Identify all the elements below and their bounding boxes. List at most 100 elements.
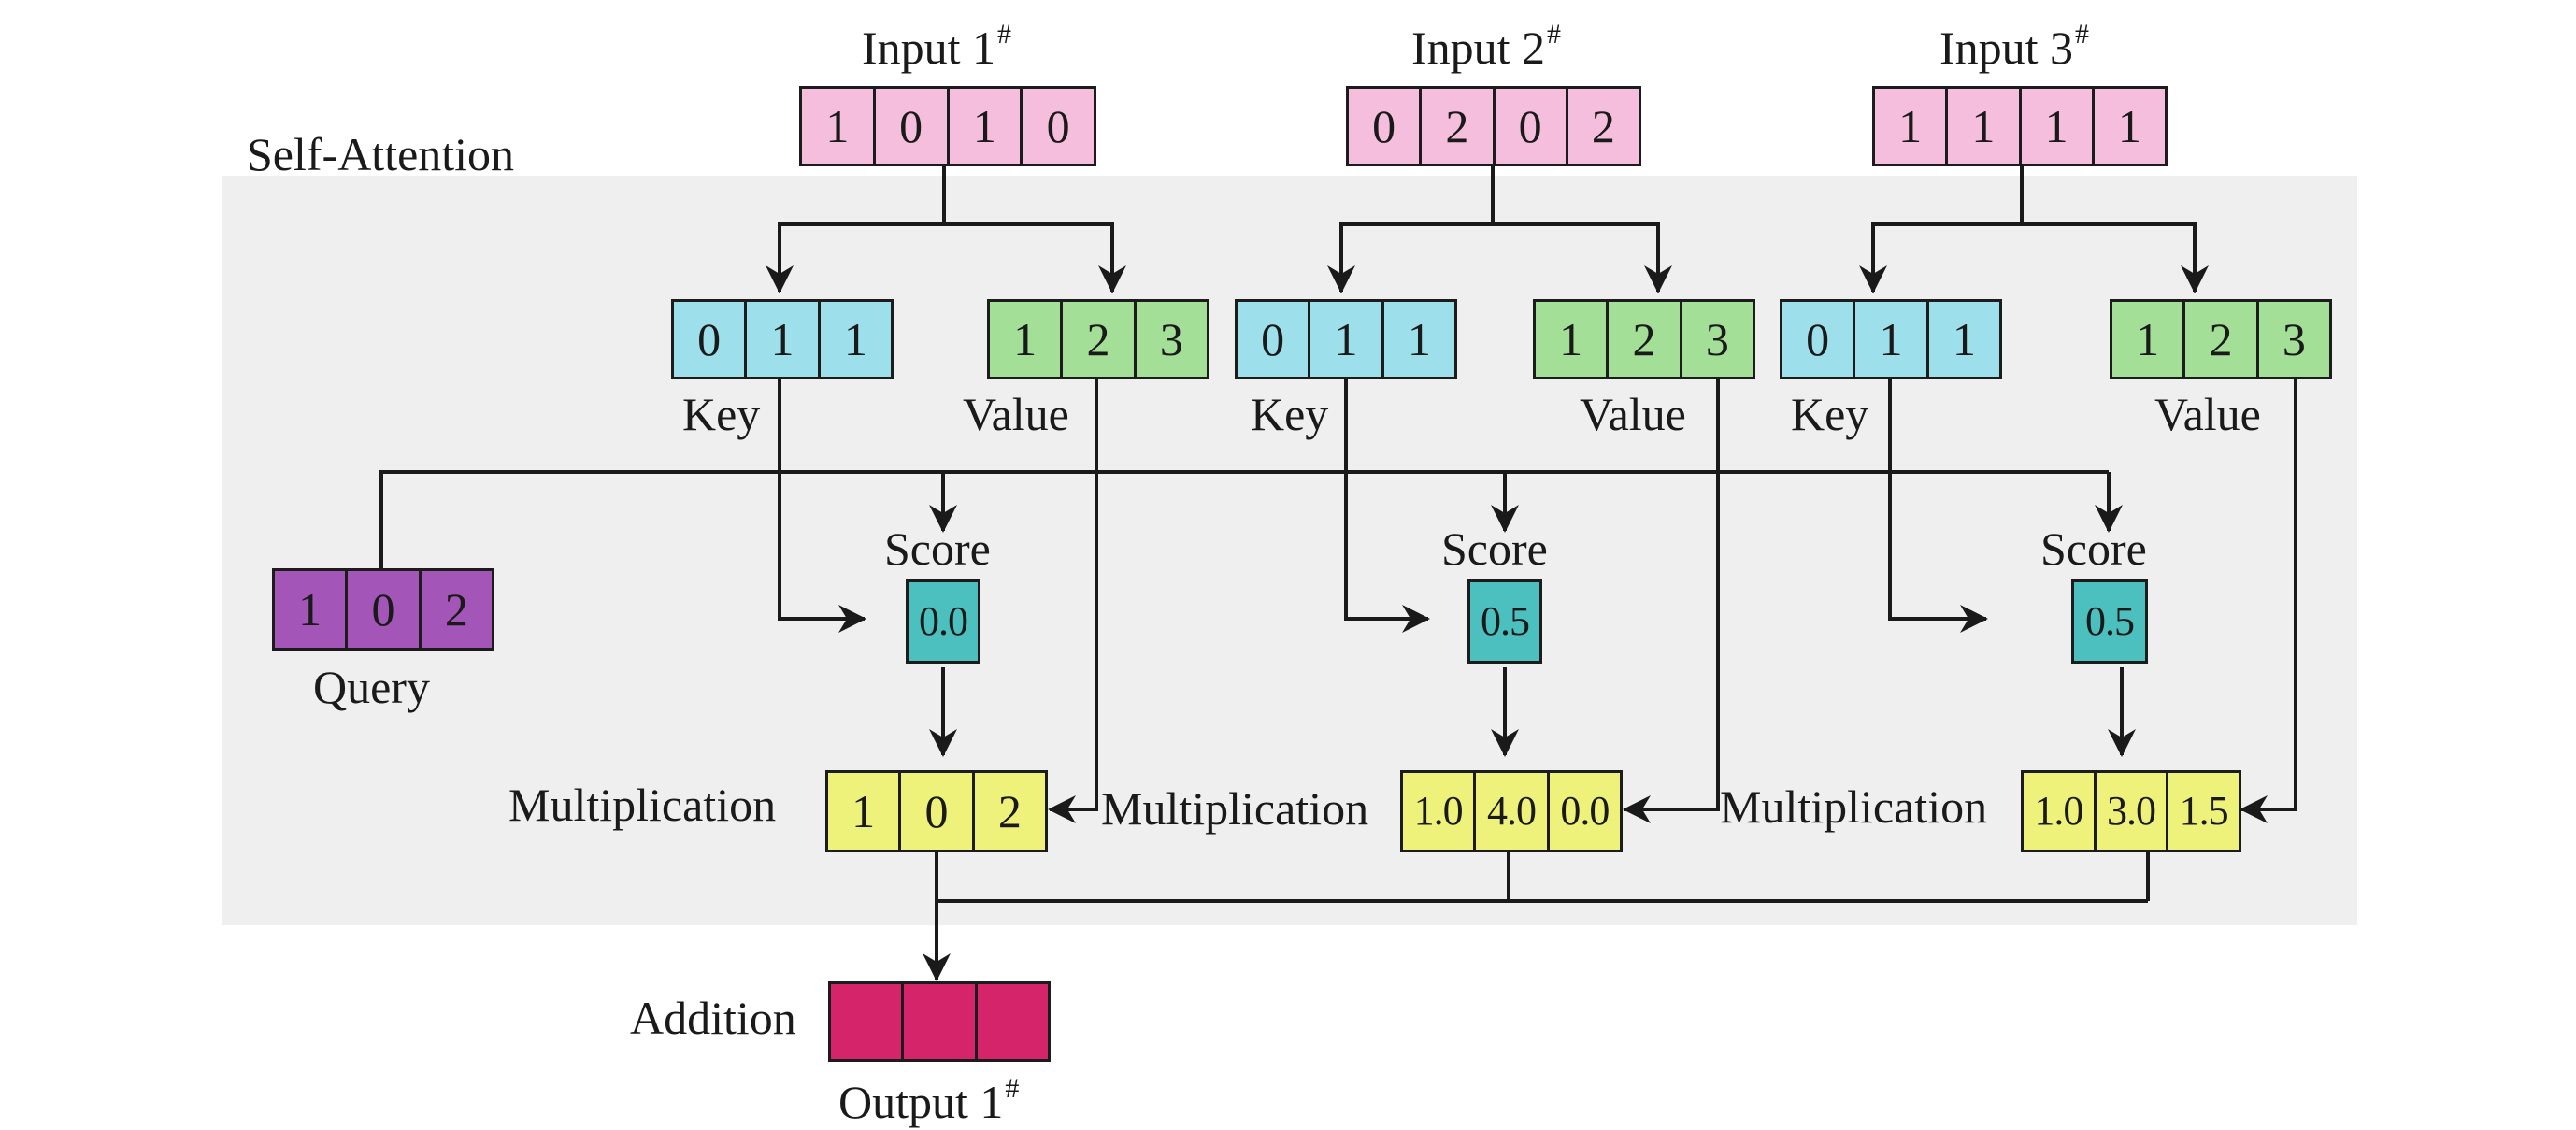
query-bus-line	[379, 470, 2109, 570]
input2-to-key-line	[1327, 164, 1495, 293]
vector-cell: 0.0	[1560, 788, 1610, 834]
input1-to-value-line	[944, 222, 1126, 293]
input1-to-key-line	[766, 164, 946, 293]
vector-cell: 1	[828, 773, 902, 850]
input-1-vector: 1 0 1 0	[799, 86, 1096, 166]
vector-cell: 1	[1407, 313, 1431, 365]
vector-cell: 1	[2117, 100, 2141, 152]
vector-cell: 1	[747, 302, 821, 377]
value1-to-mult-line	[1048, 379, 1098, 823]
vector-cell: 1	[1875, 89, 1949, 164]
vector-cell: 0	[901, 773, 975, 850]
query-label: Query	[313, 661, 430, 713]
vector-cell: 1	[1948, 89, 2022, 164]
vector-cell: 2	[1422, 89, 1496, 164]
vector-cell: 1	[950, 89, 1023, 164]
vector-cell: 1.5	[2179, 788, 2229, 834]
vector-cell: 2	[2185, 302, 2259, 377]
input-2-label: Input 2#	[1411, 19, 1562, 74]
vector-cell: 1	[2112, 302, 2186, 377]
score-value: 0.5	[1481, 598, 1530, 644]
vector-cell: 3	[2282, 313, 2306, 365]
vector-cell: 0	[1238, 302, 1311, 377]
vector-cell: 1	[1536, 302, 1610, 377]
key-3-vector: 0 1 1	[1780, 299, 2002, 379]
vector-cell	[978, 984, 1048, 1059]
addition-label: Addition	[630, 992, 796, 1044]
score-3-box: 0.5	[2071, 579, 2148, 664]
vector-cell: 1	[802, 89, 876, 164]
vector-cell: 1	[1310, 302, 1384, 377]
value3-to-mult-line	[2240, 379, 2297, 823]
vector-cell: 3	[1705, 313, 1729, 365]
vector-cell: 2	[1063, 302, 1137, 377]
vector-cell: 0	[1046, 100, 1070, 152]
input-1-label: Input 1#	[862, 19, 1012, 74]
multiplication-2-label: Multiplication	[1101, 782, 1369, 835]
output-1-label: Output 1#	[838, 1073, 1020, 1128]
vector-cell: 1	[843, 313, 867, 365]
sum-bus-line	[935, 852, 2150, 903]
vector-cell: 1.0	[2024, 773, 2097, 850]
score-2-label: Score	[1441, 522, 1548, 575]
score-value: 0.5	[2085, 598, 2135, 644]
vector-cell: 4.0	[1476, 773, 1550, 850]
key-1-vector: 0 1 1	[671, 299, 894, 379]
vector-cell	[904, 984, 978, 1059]
vector-cell: 2	[1591, 100, 1615, 152]
vector-cell: 3.0	[2097, 773, 2169, 850]
multiplication-3-vector: 1.0 3.0 1.5	[2021, 770, 2241, 852]
score-1-label: Score	[884, 522, 991, 575]
vector-cell: 2	[444, 583, 468, 636]
value-3-label: Value	[2154, 388, 2261, 440]
input3-to-key-line	[1859, 164, 2024, 293]
vector-cell: 0	[348, 571, 422, 648]
vector-cell: 0	[876, 89, 950, 164]
multiplication-1-vector: 1 0 2	[825, 770, 1048, 852]
query-vector: 1 0 2	[272, 568, 494, 651]
value-1-label: Value	[963, 388, 1069, 440]
input3-to-value-line	[2022, 222, 2209, 293]
vector-cell: 0	[1349, 89, 1423, 164]
vector-cell: 1	[990, 302, 1064, 377]
key3-to-score-line	[1888, 379, 1988, 633]
multiplication-1-label: Multiplication	[508, 779, 777, 831]
multiplication-2-vector: 1.0 4.0 0.0	[1400, 770, 1623, 852]
vector-cell: 0	[674, 302, 748, 377]
key-2-vector: 0 1 1	[1235, 299, 1457, 379]
output-1-vector	[828, 981, 1051, 1062]
value-2-label: Value	[1580, 388, 1686, 440]
vector-cell: 1	[275, 571, 349, 648]
key-1-label: Key	[682, 388, 761, 440]
vector-cell: 3	[1159, 313, 1183, 365]
vector-cell	[831, 984, 905, 1059]
value-1-vector: 1 2 3	[987, 299, 1209, 379]
vector-cell: 1	[2022, 89, 2095, 164]
vector-cell: 1.0	[1403, 773, 1477, 850]
vector-cell: 2	[1609, 302, 1682, 377]
input-2-vector: 0 2 0 2	[1346, 86, 1641, 166]
vector-cell: 0	[1496, 89, 1568, 164]
score-2-box: 0.5	[1467, 579, 1542, 664]
key1-to-score-line	[778, 379, 866, 633]
key-2-label: Key	[1251, 388, 1329, 440]
vector-cell: 1	[1952, 313, 1976, 365]
vector-cell: 1	[1855, 302, 1929, 377]
key-3-label: Key	[1791, 388, 1869, 440]
value-3-vector: 1 2 3	[2110, 299, 2332, 379]
value-2-vector: 1 2 3	[1533, 299, 1755, 379]
multiplication-3-label: Multiplication	[1720, 780, 1988, 833]
vector-cell: 2	[997, 785, 1022, 837]
score-3-label: Score	[2040, 522, 2147, 575]
input-3-vector: 1 1 1 1	[1872, 86, 2168, 166]
input2-to-value-line	[1493, 222, 1672, 293]
vector-cell: 0	[1782, 302, 1856, 377]
value2-to-mult-line	[1623, 379, 1720, 823]
section-title: Self-Attention	[247, 128, 515, 180]
score-1-box: 0.0	[906, 579, 980, 664]
input-3-label: Input 3#	[1939, 19, 2090, 74]
key2-to-score-line	[1344, 379, 1430, 633]
score-value: 0.0	[919, 598, 968, 644]
